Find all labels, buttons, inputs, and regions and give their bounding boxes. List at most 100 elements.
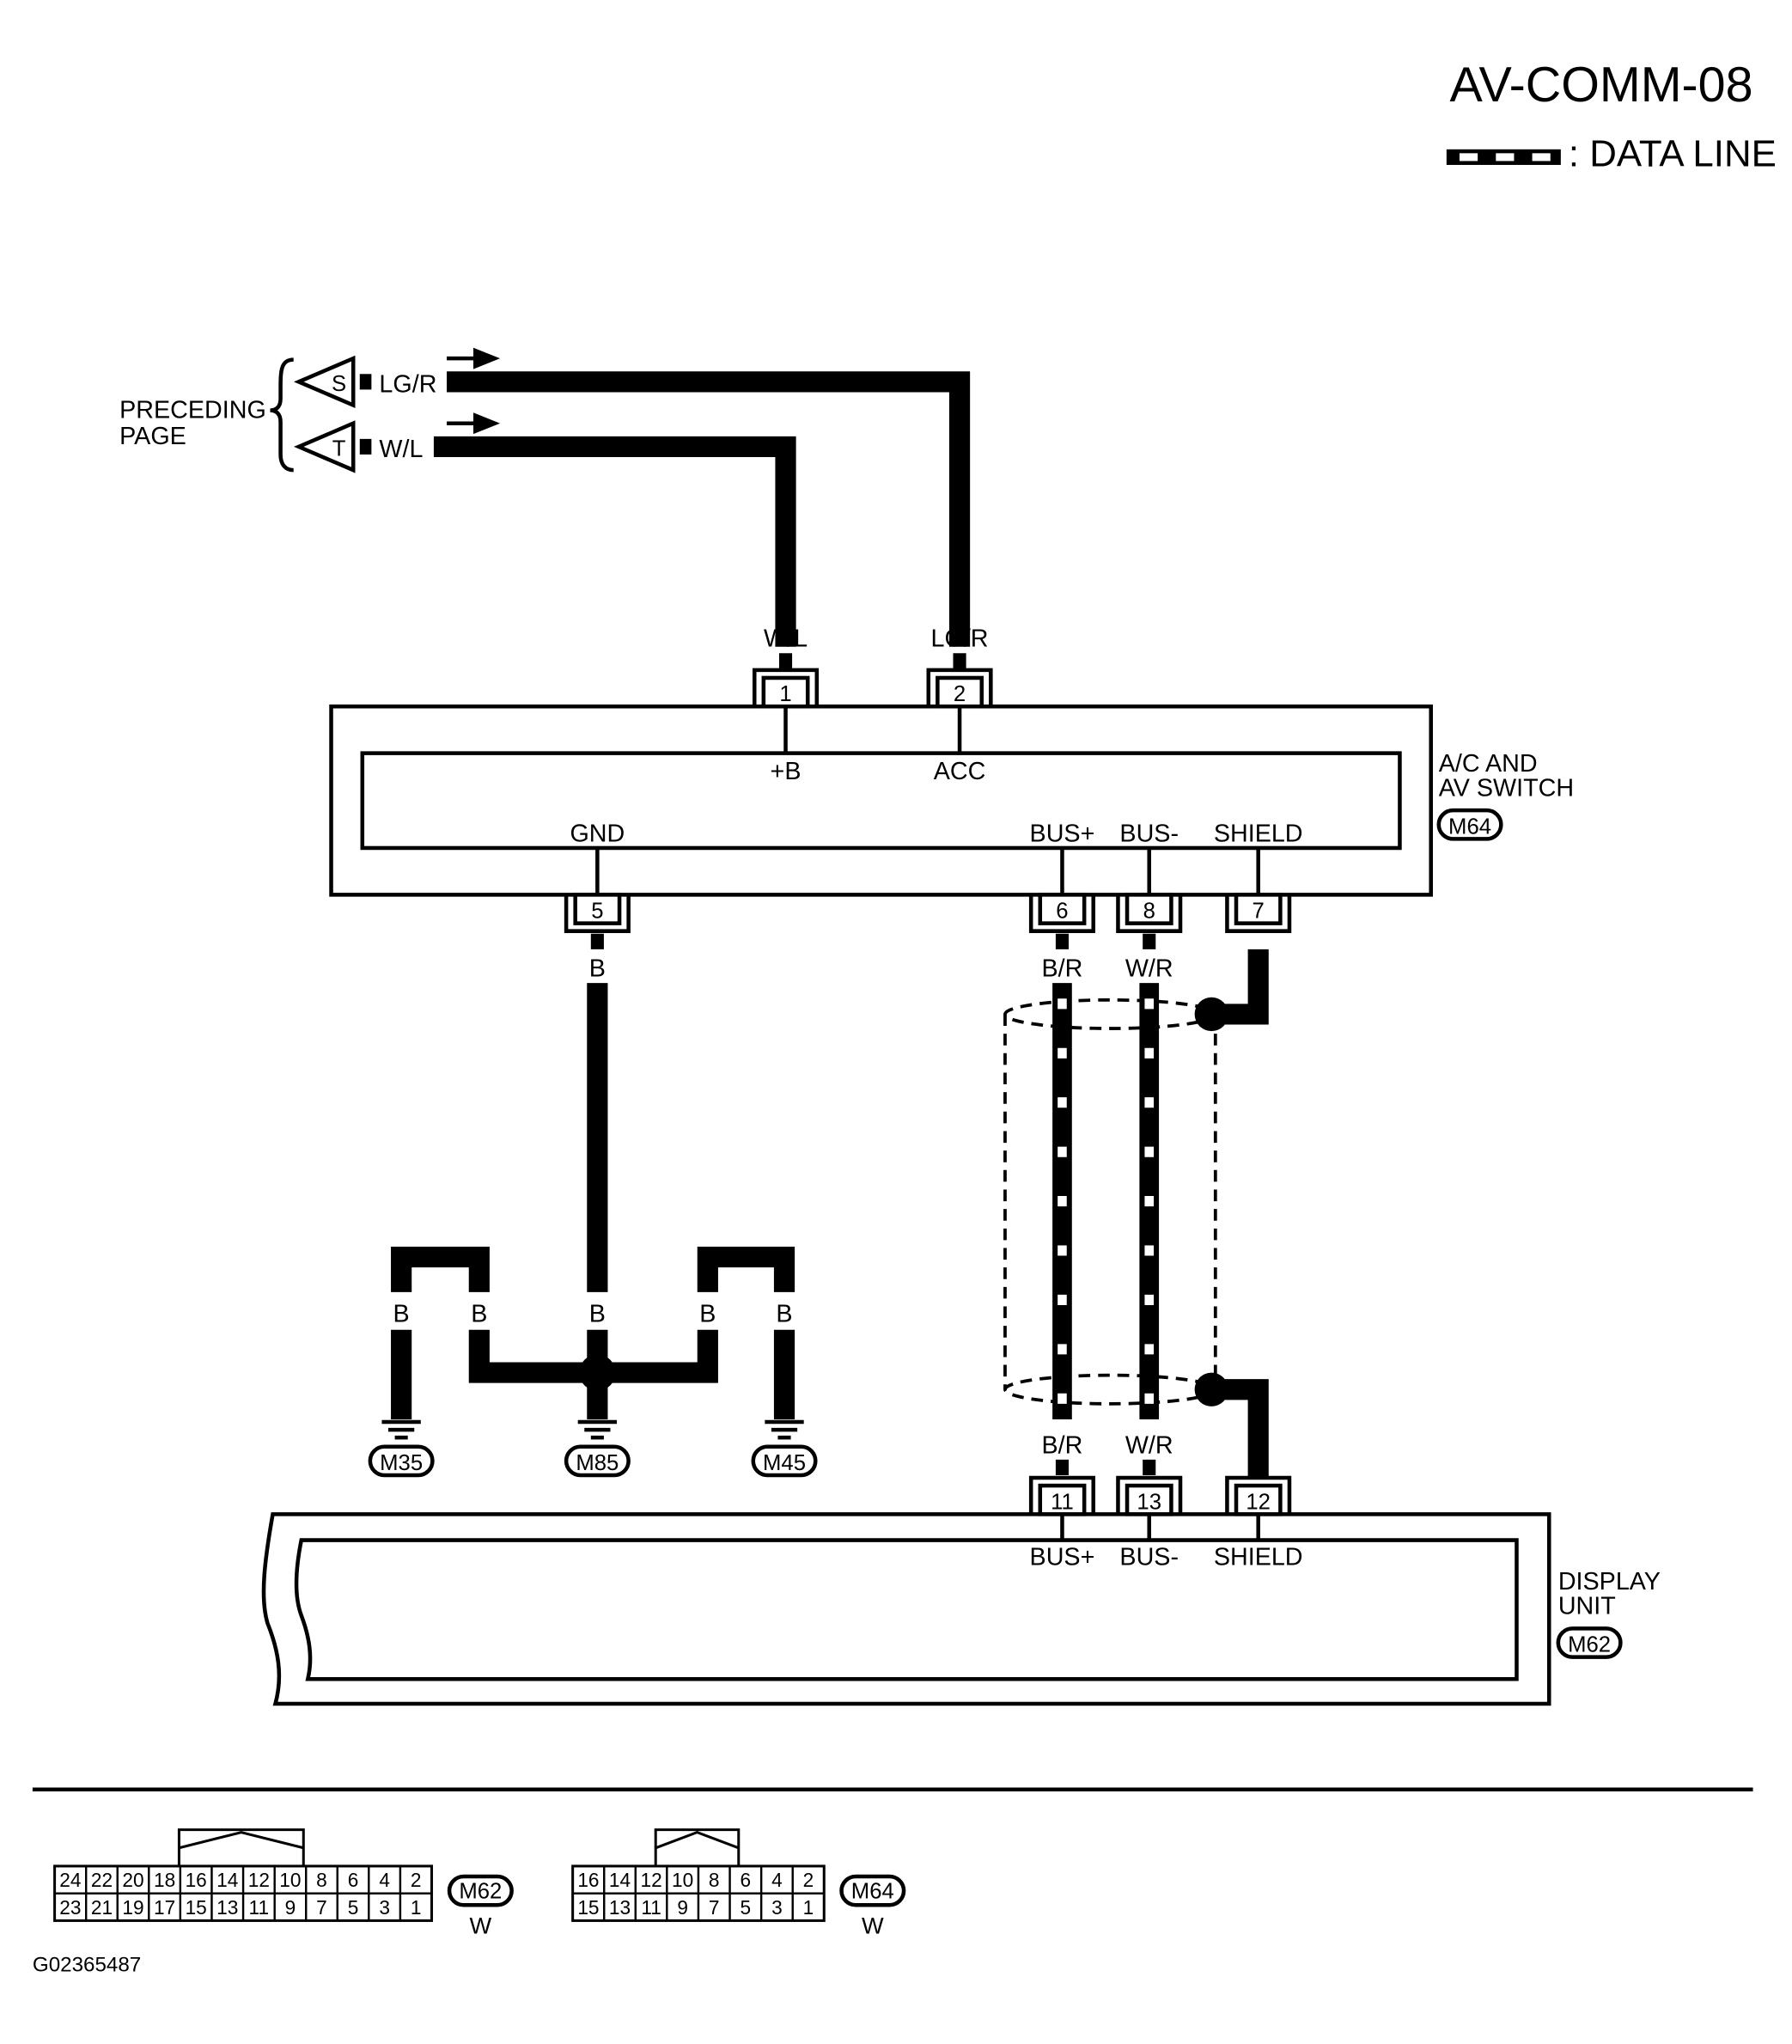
connector-pin-number: 17 xyxy=(154,1896,175,1919)
connector-view-id: M64 xyxy=(851,1880,894,1904)
terminal-bus-plus: BUS+ xyxy=(1030,820,1095,847)
connector-pin-number: 8 xyxy=(316,1869,327,1891)
display-unit xyxy=(261,1512,1551,1706)
pin-1-label: 1 xyxy=(779,682,791,706)
pin-2-label: 2 xyxy=(954,682,966,706)
gnd-wire-label: B xyxy=(589,955,606,983)
shielded-cable xyxy=(1003,998,1217,1406)
shield-wire-bottom xyxy=(1215,1379,1269,1479)
connector-pin-number: 2 xyxy=(803,1869,814,1891)
gnd-label-c: B xyxy=(589,1301,606,1328)
display-terminal-bus-minus: BUS- xyxy=(1119,1543,1179,1571)
ground-point-m35: M35 xyxy=(368,1444,435,1478)
wire-wl xyxy=(433,436,796,647)
connector-pin-number: 11 xyxy=(641,1896,661,1919)
pin-5-label: 5 xyxy=(591,900,603,924)
connector-pin-number: 20 xyxy=(122,1869,143,1891)
connector-pin-number: 23 xyxy=(59,1896,81,1919)
preceding-label-line2: PAGE xyxy=(119,423,186,450)
data-line-legend: : DATA LINE xyxy=(1446,132,1777,174)
flow-arrow-t xyxy=(447,412,501,435)
connector-pin-number: 9 xyxy=(677,1896,688,1919)
connector-s-letter: S xyxy=(332,372,346,396)
connector-pin-number: 15 xyxy=(577,1896,599,1919)
terminal-b: +B xyxy=(771,758,802,785)
bus-wire-wr-top: W/R xyxy=(1125,955,1173,983)
wire-lgr xyxy=(447,371,971,647)
wire-label-wl: W/L xyxy=(764,625,808,653)
connector-pin-number: 16 xyxy=(186,1869,207,1891)
connector-pin-number: 19 xyxy=(122,1896,143,1919)
av-switch-unit xyxy=(329,704,1433,897)
data-line-label: : DATA LINE xyxy=(1569,132,1777,174)
connector-pin-number: 16 xyxy=(577,1869,599,1891)
gnd-label-a: B xyxy=(393,1301,410,1328)
pin-7-box: 7 xyxy=(1225,893,1292,933)
ground-point-m85-label: M85 xyxy=(576,1451,619,1475)
pin-11-label: 11 xyxy=(1051,1490,1074,1514)
ground-wire-right-loop xyxy=(697,1246,795,1292)
connector-pin-number: 6 xyxy=(741,1869,752,1891)
pin-6-box: 6 xyxy=(1028,893,1096,933)
figure-id: G02365487 xyxy=(33,1953,141,1976)
terminal-acc: ACC xyxy=(934,758,986,785)
connector-pin-number: 8 xyxy=(709,1869,720,1891)
bus-wire-wr-bottom: W/R xyxy=(1125,1431,1173,1459)
pin-2-box: 2 xyxy=(926,668,993,709)
switch-connector-id: M64 xyxy=(1448,815,1491,839)
ground-symbol-m35 xyxy=(381,1419,421,1440)
connector-pin-number: 5 xyxy=(348,1896,359,1919)
shield-splice-top xyxy=(1194,997,1228,1032)
bus-wire-br-bottom: B/R xyxy=(1042,1431,1083,1459)
preceding-label-line1: PRECEDING xyxy=(119,397,266,424)
gnd-label-b: B xyxy=(471,1301,487,1328)
bus-wire-br-top: B/R xyxy=(1042,955,1083,983)
connector-pin-number: 3 xyxy=(379,1896,390,1919)
connector-pin-number: 13 xyxy=(609,1896,631,1919)
connector-pin-number: 4 xyxy=(379,1869,390,1891)
ground-point-m45: M45 xyxy=(751,1444,818,1478)
connector-pin-number: 18 xyxy=(154,1869,175,1891)
display-name-line2: UNIT xyxy=(1558,1593,1616,1620)
connector-pin-number: 14 xyxy=(216,1869,238,1891)
connector-pin-number: 2 xyxy=(411,1869,422,1891)
terminal-shield: SHIELD xyxy=(1214,820,1303,847)
display-terminal-bus-plus: BUS+ xyxy=(1030,1543,1095,1571)
connector-pin-number: 13 xyxy=(216,1896,238,1919)
terminal-gnd: GND xyxy=(570,820,625,847)
connector-pin-number: 22 xyxy=(91,1869,113,1891)
connector-pin-number: 7 xyxy=(709,1896,720,1919)
pin-12-box: 12 xyxy=(1225,1475,1292,1516)
terminal-bus-minus: BUS- xyxy=(1119,820,1179,847)
pin-1-box: 1 xyxy=(752,668,820,709)
connector-pin-number: 11 xyxy=(249,1896,270,1919)
flow-arrow-s xyxy=(447,347,501,369)
connector-pin-number: 9 xyxy=(285,1896,296,1919)
connector-pin-number: 6 xyxy=(348,1869,359,1891)
ground-symbol-m85 xyxy=(577,1419,618,1440)
display-name-line1: DISPLAY xyxy=(1558,1568,1661,1596)
switch-connector-tag: M64 xyxy=(1436,808,1503,841)
connector-pin-number: 15 xyxy=(186,1896,207,1919)
connector-cavity xyxy=(399,1892,433,1922)
shield-wire-top xyxy=(1215,949,1269,1025)
ground-point-m35-label: M35 xyxy=(380,1451,423,1475)
gnd-label-e: B xyxy=(776,1301,792,1328)
diagram-title: AV-COMM-08 xyxy=(1449,58,1752,113)
pin-8-label: 8 xyxy=(1143,900,1155,924)
connector-pin-number: 1 xyxy=(411,1896,422,1919)
display-connector-id: M62 xyxy=(1568,1633,1611,1657)
ground-point-m45-label: M45 xyxy=(763,1451,806,1475)
preceding-s-color: LG/R xyxy=(379,370,436,398)
pin-13-box: 13 xyxy=(1116,1475,1183,1516)
connector-t-marker: T xyxy=(293,420,372,473)
pin-11-box: 11 xyxy=(1028,1475,1096,1516)
connector-s-marker: S xyxy=(293,355,372,409)
connector-pin-number: 5 xyxy=(741,1896,752,1919)
switch-name-line2: AV SWITCH xyxy=(1439,775,1574,802)
pin-7-label: 7 xyxy=(1253,900,1265,924)
connector-pin-number: 14 xyxy=(609,1869,631,1891)
